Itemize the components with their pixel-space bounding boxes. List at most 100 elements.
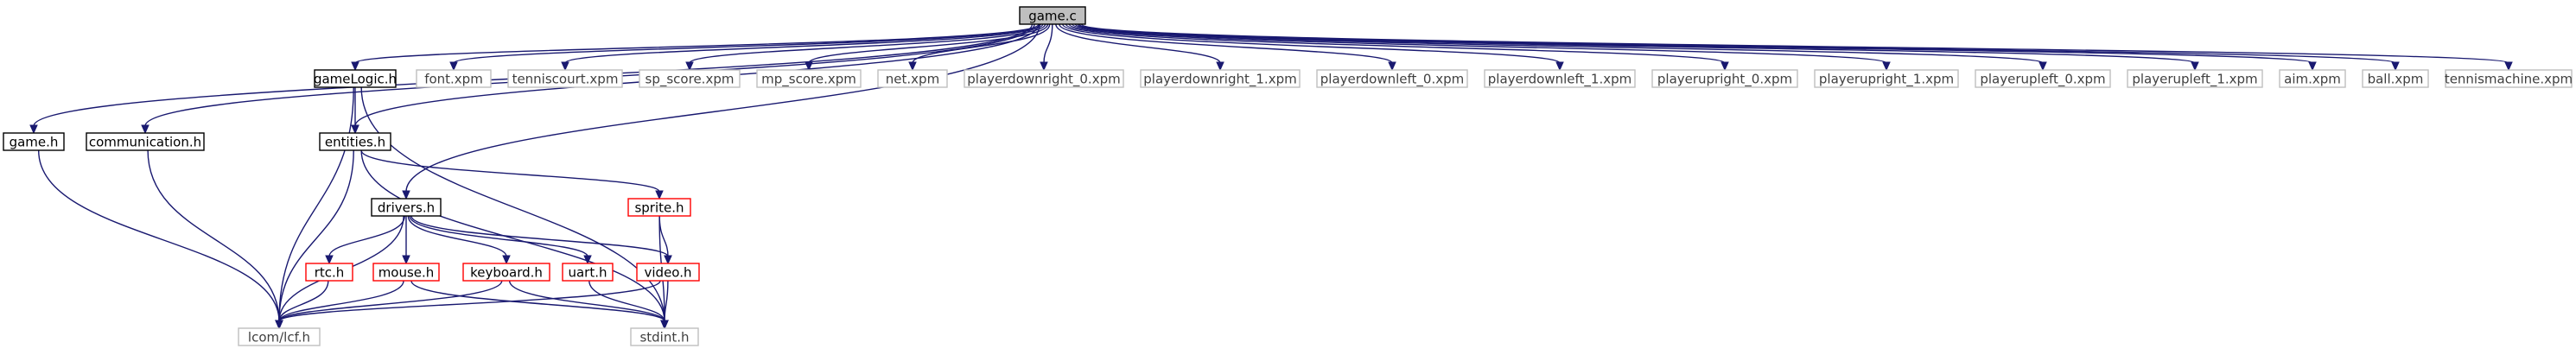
edge-arrowhead [141,124,149,135]
node-net-xpm: net.xpm [877,69,948,88]
node-box [372,263,440,282]
edge-arrowhead [402,190,410,200]
node-box [877,69,948,88]
node-label: uart.h [568,265,607,281]
edge-arrowhead [2039,61,2047,72]
node-entities-h[interactable]: entities.h [319,132,391,151]
node-pul0-xpm: playerupleft_0.xpm [1975,69,2111,88]
node-box [1975,69,2111,88]
edge-video_h-to-stdint_h [660,280,669,330]
node-box [416,69,492,88]
edge-drivers_h-to-uart_h [409,215,592,265]
node-box [462,263,550,282]
edge-keyboard_h-to-lcf_h [275,280,503,330]
node-box [1484,69,1636,88]
edge-game_c-to-tenniscourt_xpm [561,23,1044,72]
node-label: stdint.h [639,330,689,345]
edge-game_c-to-mp_score_xpm [805,23,1049,72]
edge-arrowhead [325,255,334,265]
node-label: mp_score.xpm [761,72,856,88]
node-stdint-h: stdint.h [630,327,699,346]
edge-game_c-to-pur0_xpm [1065,23,1729,72]
node-label: playerupright_1.xpm [1819,72,1954,88]
node-keyboard-h[interactable]: keyboard.h [462,263,550,282]
node-pdl0-xpm: playerdownleft_0.xpm [1316,69,1468,88]
edge-game_c-to-sp_score_xpm [685,23,1046,72]
node-communication-h[interactable]: communication.h [86,132,205,151]
node-drivers-h[interactable]: drivers.h [371,198,442,217]
node-label: communication.h [89,135,201,150]
edge-game_c-to-gameLogic_h [351,23,1040,72]
node-tennismachine-xpm: tennismachine.xpm [2445,69,2573,88]
edge-game_c-to-pul0_xpm [1072,23,2047,72]
node-pur0-xpm: playerupright_0.xpm [1651,69,1798,88]
edge-arrowhead [908,61,917,72]
node-label: font.xpm [424,72,483,87]
edge-game_c-to-pdr1_xpm [1055,23,1224,72]
node-label: aim.xpm [2284,72,2341,87]
node-box [507,69,623,88]
node-box [319,132,391,151]
node-box [1019,6,1086,25]
node-label: entities.h [325,135,385,150]
edge-drivers_h-to-rtc_h [325,215,405,265]
node-label: tennismachine.xpm [2445,72,2573,87]
node-font-xpm: font.xpm [416,69,492,88]
edge-communication_h-to-lcf_h [147,149,283,330]
edge-arrowhead [351,61,359,72]
edge-arrowhead [1882,61,1891,72]
node-pdr1-xpm: playerdownright_1.xpm [1140,69,1301,88]
node-mp-score-xpm: mp_score.xpm [756,69,862,88]
node-label: sp_score.xpm [646,72,735,88]
edges-layer [29,23,2513,330]
node-sprite-h[interactable]: sprite.h [627,198,691,217]
node-label: game.h [10,135,59,150]
node-game-c[interactable]: game.c [1019,6,1086,25]
node-box [756,69,862,88]
node-aim-xpm: aim.xpm [2279,69,2346,88]
node-box [305,263,353,282]
node-video-h[interactable]: video.h [636,263,700,282]
node-label: playerupleft_1.xpm [2132,72,2257,88]
edge-arrowhead [1555,61,1564,72]
node-box [964,69,1124,88]
edge-game_c-to-font_xpm [449,23,1041,72]
node-label: lcom/lcf.h [248,330,310,345]
node-box [627,198,691,217]
edge-arrowhead [1216,61,1224,72]
node-ball-xpm: ball.xpm [2362,69,2429,88]
node-box [2127,69,2263,88]
node-box [314,69,397,88]
node-box [1814,69,1959,88]
node-pur1-xpm: playerupright_1.xpm [1814,69,1959,88]
node-box [238,327,321,346]
node-label: playerupleft_0.xpm [1980,72,2105,88]
edge-drivers_h-to-video_h [410,215,672,265]
node-label: keyboard.h [470,265,543,281]
edge-arrowhead [2504,61,2513,72]
node-mouse-h[interactable]: mouse.h [372,263,440,282]
edge-video_h-to-lcf_h [275,280,661,330]
node-uart-h[interactable]: uart.h [562,263,614,282]
node-game-h[interactable]: game.h [3,132,65,151]
node-gameLogic-h[interactable]: gameLogic.h [314,69,397,88]
edge-arrowhead [2308,61,2317,72]
edge-arrowhead [275,320,283,330]
edge-arrowhead [1721,61,1729,72]
edge-entities_h-to-sprite_h [360,149,664,200]
node-box [1651,69,1798,88]
node-box [2279,69,2346,88]
node-box [3,132,65,151]
edge-arrowhead [402,255,410,265]
edge-arrowhead [805,61,813,72]
node-label: playerupright_0.xpm [1657,72,1792,88]
edge-arrowhead [660,320,669,330]
node-lcf-h: lcom/lcf.h [238,327,321,346]
node-pul1-xpm: playerupleft_1.xpm [2127,69,2263,88]
edge-arrowhead [351,124,359,135]
edge-drivers_h-to-keyboard_h [407,215,511,265]
node-box [371,198,442,217]
node-rtc-h[interactable]: rtc.h [305,263,353,282]
node-label: game.c [1028,9,1077,24]
